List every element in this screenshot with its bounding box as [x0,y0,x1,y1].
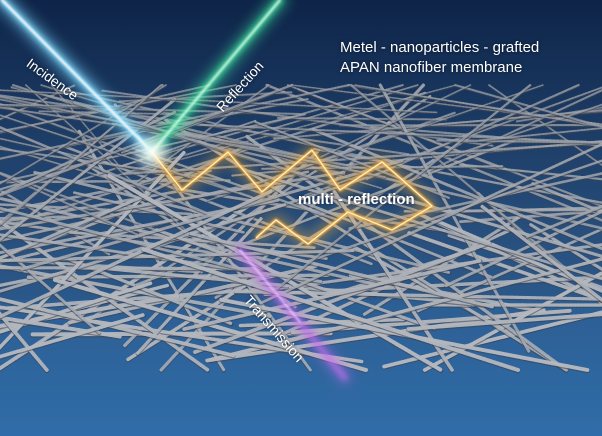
nanofiber [531,182,602,214]
nanofiber [525,204,602,238]
nanofiber [234,289,602,301]
nanofiber-shadow [0,104,122,109]
nanofiber [265,83,602,222]
nanofiber [0,203,287,293]
nanofiber-shadow [354,84,602,129]
nanofiber [0,294,180,329]
nanofiber [0,83,294,197]
nanofiber [0,215,79,220]
nanofiber [419,89,602,176]
nanofiber [107,173,444,373]
nanofiber [182,258,483,331]
nanofiber [416,227,602,313]
membrane-title-line-1: Metel - nanoparticles - grafted [340,39,540,56]
nanofiber [306,159,602,263]
nanofiber [0,106,260,147]
nanofiber [0,311,49,372]
nanofiber-mesh [0,83,602,374]
nanofiber [259,142,602,305]
nanofiber [349,83,569,271]
nanofiber [247,169,602,281]
nanofiber [459,163,602,181]
nanofiber [480,204,602,303]
nanofiber [320,84,472,158]
impact-glow [130,130,174,174]
nanofiber [378,83,531,353]
nanofiber [126,272,264,362]
nanofiber [288,243,602,289]
nanofiber [0,198,280,255]
nanofiber [0,192,151,260]
nanofiber [454,83,602,128]
nanofiber [136,217,263,355]
nanofiber [276,116,448,121]
transmission-beam [234,244,351,384]
reflection-beam [144,0,288,160]
nanofiber [354,84,602,128]
nanofiber [207,84,544,202]
nanofiber [459,209,602,224]
nanofiber [33,170,451,275]
nanofiber [72,191,246,234]
nanofiber [0,312,146,359]
nanofiber [0,97,178,242]
nanofiber [0,172,143,238]
nanofiber [447,233,602,290]
nanofiber [478,127,602,142]
nanofiber [436,139,602,144]
membrane-title-line-2: APAN nanofiber membrane [340,59,523,76]
nanofiber [0,206,270,278]
nanofiber [444,209,602,287]
nanofiber [0,125,212,216]
nanofiber [0,110,178,196]
multi-reflection-path [147,144,438,250]
nanofiber [0,171,165,234]
nanofiber [0,189,273,319]
nanofiber [0,297,236,358]
nanofiber [0,103,122,108]
nanofiber [422,270,602,372]
nanofiber [0,84,77,121]
nanofiber [0,84,167,185]
nanofiber [193,240,492,355]
nanofiber [388,193,602,258]
multi-reflection-label: multi - reflection [298,191,415,208]
nanofiber [0,264,272,318]
nanofiber [0,94,410,156]
nanofiber [406,312,602,331]
nanofiber [141,247,521,373]
incidence-beam [0,0,161,161]
